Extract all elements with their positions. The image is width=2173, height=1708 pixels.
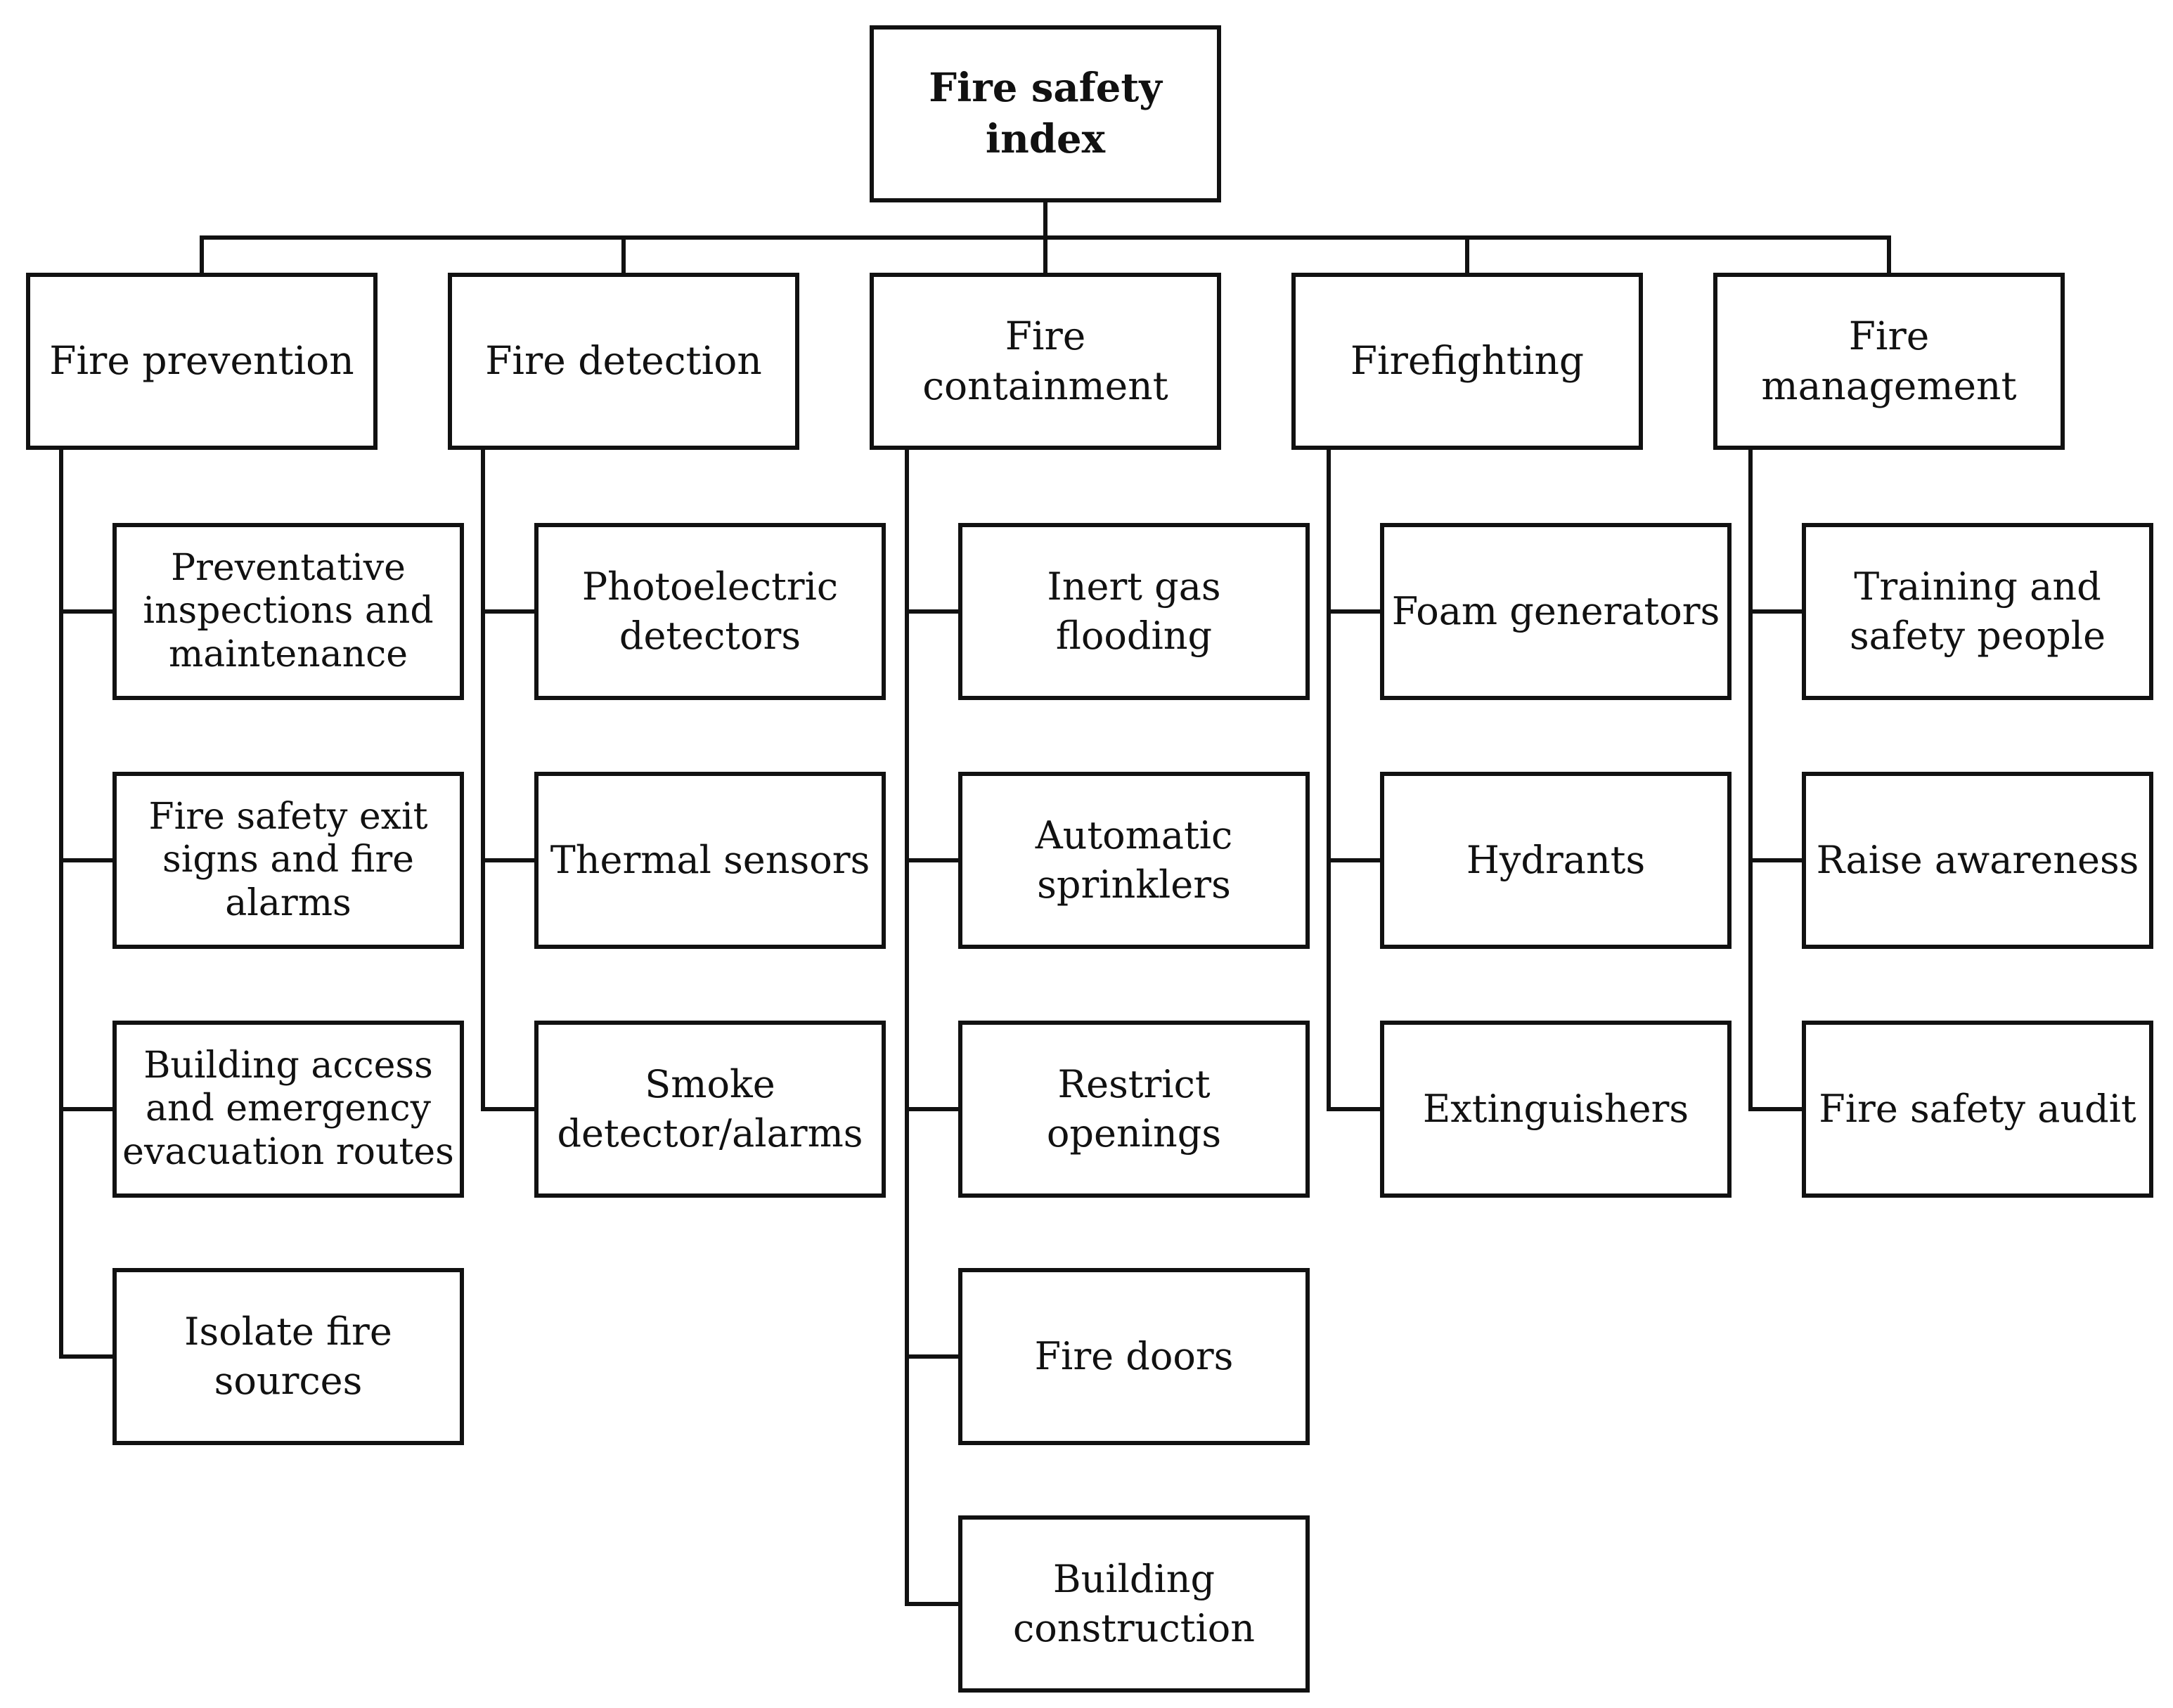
item-restrict-openings: Restrict openings — [958, 1021, 1310, 1198]
item-raise-awareness: Raise awareness — [1802, 772, 2153, 949]
item-preventative-inspections: Preventative inspections and maintenance — [112, 523, 464, 700]
item-building-construction: Building construction — [958, 1515, 1310, 1693]
item-thermal-sensors: Thermal sensors — [534, 772, 886, 949]
item-fire-safety-audit: Fire safety audit — [1802, 1021, 2153, 1198]
item-training-safety-people: Training and safety people — [1802, 523, 2153, 700]
item-extinguishers: Extinguishers — [1380, 1021, 1732, 1198]
item-exit-signs-and-alarms: Fire safety exit signs and fire alarms — [112, 772, 464, 949]
category-fire-containment: Fire containment — [870, 273, 1221, 450]
item-fire-doors: Fire doors — [958, 1268, 1310, 1445]
item-hydrants: Hydrants — [1380, 772, 1732, 949]
item-automatic-sprinklers: Automatic sprinklers — [958, 772, 1310, 949]
item-smoke-detector-alarms: Smoke detector/alarms — [534, 1021, 886, 1198]
item-photoelectric-detectors: Photoelectric detectors — [534, 523, 886, 700]
item-isolate-fire-sources: Isolate fire sources — [112, 1268, 464, 1445]
item-building-access-evacuation: Building access and emergency evacuation… — [112, 1021, 464, 1198]
item-foam-generators: Foam generators — [1380, 523, 1732, 700]
item-inert-gas-flooding: Inert gas flooding — [958, 523, 1310, 700]
category-fire-management: Fire management — [1713, 273, 2065, 450]
category-firefighting: Firefighting — [1291, 273, 1643, 450]
category-fire-detection: Fire detection — [448, 273, 799, 450]
root-node-fire-safety-index: Fire safety index — [870, 25, 1221, 202]
category-fire-prevention: Fire prevention — [26, 273, 378, 450]
